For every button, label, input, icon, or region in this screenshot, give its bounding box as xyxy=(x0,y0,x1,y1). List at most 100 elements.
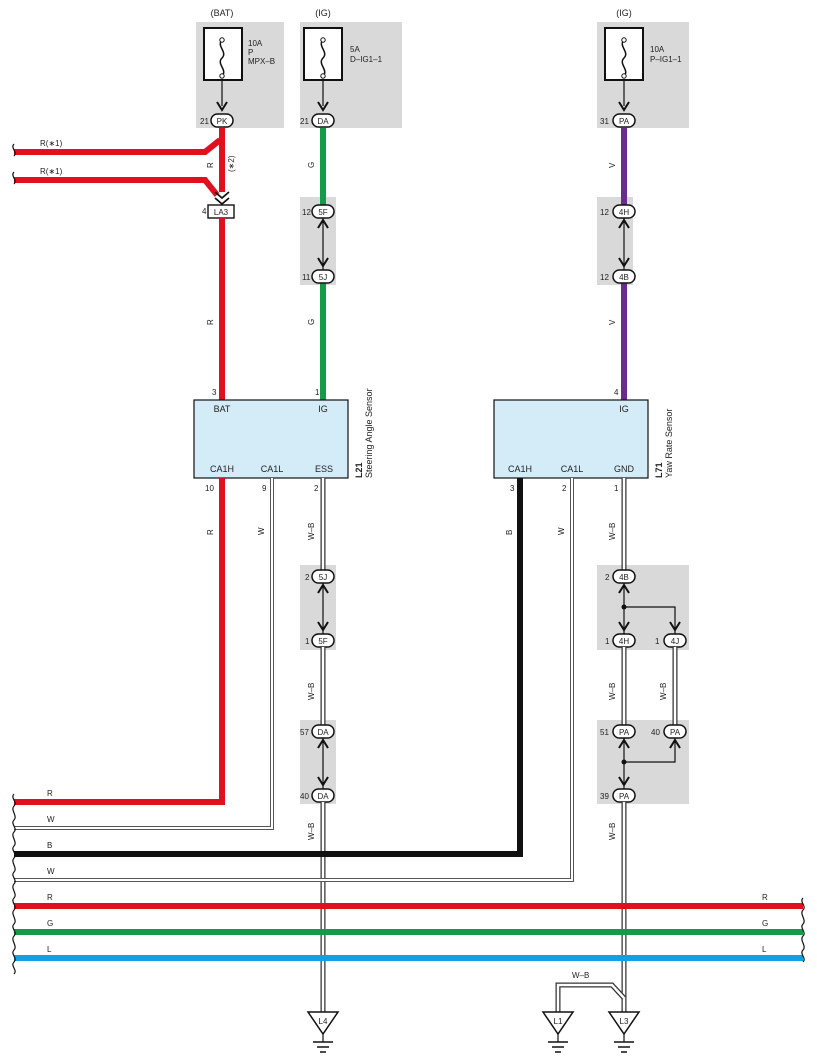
fuse-rating: 5A xyxy=(350,45,360,54)
connector-label: PA xyxy=(619,792,630,801)
fuse-pin: 21 xyxy=(300,117,309,126)
yaw-rate-sensor: 4 IG CA1H CA1L GND 3 2 1 L71 Yaw Rate Se… xyxy=(493,388,674,493)
wire-label: B xyxy=(505,530,514,535)
wire-label: W–B xyxy=(572,971,589,980)
wire-label: W–B xyxy=(307,683,316,700)
connector-pin: 51 xyxy=(600,728,609,737)
fuse-icon xyxy=(303,27,343,81)
fuse-header: (BAT) xyxy=(211,8,234,18)
wire-red-input-2 xyxy=(14,177,220,197)
wire-label: W–B xyxy=(307,523,316,540)
bus-label: B xyxy=(47,841,52,850)
wire-red-input-1 xyxy=(14,137,222,155)
pin-number: 1 xyxy=(614,484,619,493)
connector-pin: 39 xyxy=(600,792,609,801)
component-name: Yaw Rate Sensor xyxy=(664,409,674,478)
fuse-pin: 31 xyxy=(600,117,609,126)
bus-label: R xyxy=(47,893,53,902)
terminal-label: CA1H xyxy=(508,464,532,474)
ground-icon xyxy=(313,1041,333,1053)
wire-label: R xyxy=(206,162,215,168)
component-id: L21 xyxy=(354,462,364,478)
wire-label: W–B xyxy=(608,823,617,840)
connector-pair-4h-4b: 12 4H 12 4B xyxy=(600,204,636,284)
wire-white-ca1l-yaw xyxy=(14,478,574,882)
wire-black-ca1h xyxy=(14,478,523,857)
connector-pa xyxy=(612,113,636,128)
connector-label: PA xyxy=(619,728,630,737)
bus-label: L xyxy=(47,945,52,954)
connector-label: DA xyxy=(317,117,329,126)
fuse-header: (IG) xyxy=(315,8,331,18)
connector-label: 4B xyxy=(619,573,629,582)
bus-label: R xyxy=(47,789,53,798)
break-marks-right xyxy=(801,897,805,963)
connector-group-pa: 51 PA 40 PA 39 PA xyxy=(600,724,687,803)
ground-label: L3 xyxy=(620,1017,629,1026)
fuse-rating: 10A xyxy=(248,39,263,48)
wire-label: W–B xyxy=(659,683,668,700)
wire-label: G xyxy=(307,162,316,168)
connector-label: PA xyxy=(619,117,630,126)
connector-label: 4H xyxy=(619,208,629,217)
wire-label: W–B xyxy=(608,683,617,700)
connector-pin: 4 xyxy=(202,207,207,216)
fuse-symbol xyxy=(219,39,225,77)
connector-pin: 1 xyxy=(605,637,610,646)
connector-pin: 40 xyxy=(651,728,660,737)
connector-label: DA xyxy=(317,792,329,801)
connector-label: DA xyxy=(317,728,329,737)
bus-label: W xyxy=(47,867,55,876)
pin-number: 2 xyxy=(562,484,567,493)
wire-label: R xyxy=(206,319,215,325)
wire-label: R xyxy=(206,529,215,535)
connector-pin: 57 xyxy=(300,728,309,737)
fuse-box-ig-2: (IG) 10A P–IG1–1 31 PA xyxy=(597,8,689,128)
connector-pin: 40 xyxy=(300,792,309,801)
connector-label: 5F xyxy=(318,208,327,217)
connector-label: 4J xyxy=(671,637,679,646)
terminal-label: CA1L xyxy=(261,464,284,474)
wire-white-ca1l xyxy=(14,478,274,830)
connector-pair-5f-5j: 12 5F 11 5J xyxy=(302,204,335,284)
wire-label: R(∗1) xyxy=(40,139,63,148)
pin-number: 1 xyxy=(315,388,320,397)
connector-pk xyxy=(210,113,234,128)
fuse-pin: 21 xyxy=(200,117,209,126)
terminal-label: IG xyxy=(318,404,328,414)
connector-label: 4H xyxy=(619,637,629,646)
connector-label: 5F xyxy=(318,637,327,646)
pin-number: 4 xyxy=(614,388,619,397)
connector-label: LA3 xyxy=(214,208,229,217)
fuse-name-1: P xyxy=(248,48,253,57)
bus-label: W xyxy=(47,815,55,824)
pin-number: 3 xyxy=(510,484,515,493)
wire-label: W–B xyxy=(307,823,316,840)
bus-label-right: L xyxy=(762,945,767,954)
fuse-header: (IG) xyxy=(616,8,632,18)
component-id: L71 xyxy=(654,462,664,478)
connector-da xyxy=(311,113,335,128)
fuse-rating: 10A xyxy=(650,45,665,54)
connector-pin: 12 xyxy=(600,273,609,282)
terminal-label: CA1H xyxy=(210,464,234,474)
break-marks-left xyxy=(12,793,16,975)
terminal-label: CA1L xyxy=(561,464,584,474)
connector-pin: 11 xyxy=(302,273,311,282)
fuse-name: P–IG1–1 xyxy=(650,55,682,64)
connector-pair-5j-5f: 2 5J 1 5F xyxy=(305,569,335,648)
connector-pin: 2 xyxy=(605,573,610,582)
connector-pin: 2 xyxy=(305,573,310,582)
pin-number: 3 xyxy=(212,388,217,397)
wire-label: R(∗1) xyxy=(40,167,63,176)
fuse-symbol xyxy=(320,39,326,77)
pin-number: 10 xyxy=(205,484,214,493)
connector-label: 5J xyxy=(319,573,327,582)
ground-label: L1 xyxy=(554,1017,563,1026)
terminal-label: BAT xyxy=(214,404,231,414)
connector-label: 5J xyxy=(319,273,327,282)
wire-label: V xyxy=(608,162,617,168)
wire-label: W xyxy=(257,527,266,535)
terminal-label: IG xyxy=(619,404,629,414)
fuse-symbol xyxy=(621,39,627,77)
